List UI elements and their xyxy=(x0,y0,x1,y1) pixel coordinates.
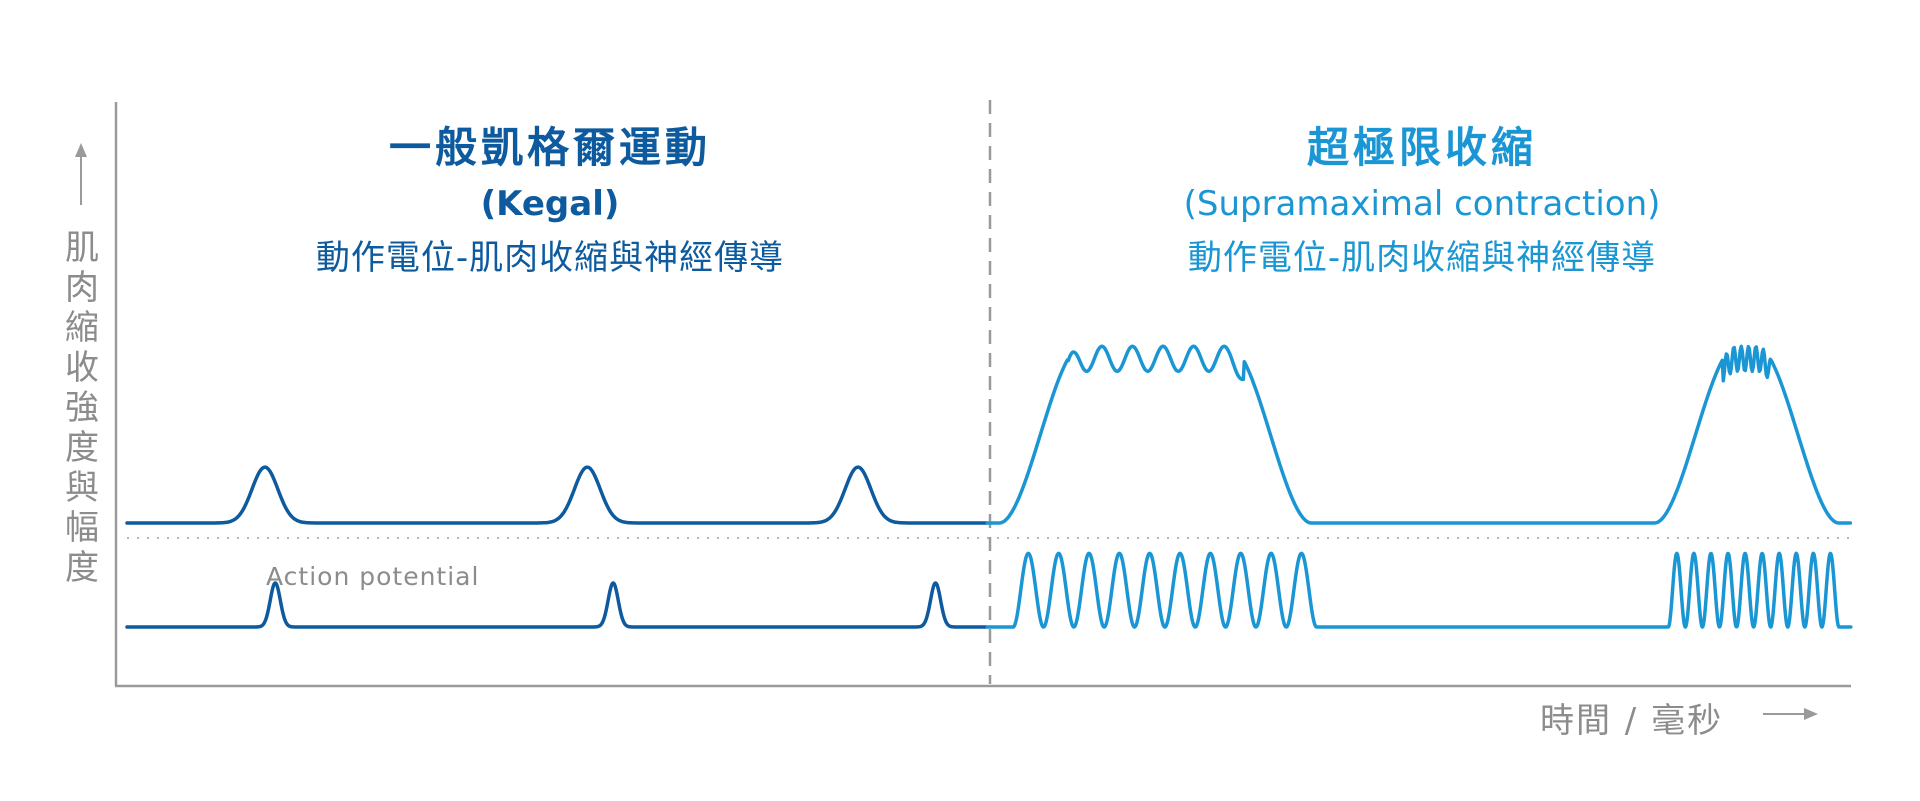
kegal-subtitle-zh: 動作電位-肌肉收縮與神經傳導 xyxy=(315,238,785,278)
supramaximal-title-block: 超極限收縮 (Supramaximal contraction) 動作電位-肌肉… xyxy=(1072,120,1772,284)
supramaximal-subtitle-zh: 動作電位-肌肉收縮與神經傳導 xyxy=(1187,238,1657,278)
y-axis-label: 肌肉縮收強度與幅度 xyxy=(65,228,99,588)
kegal-title: 一般凱格爾運動 xyxy=(388,123,711,172)
supramaximal-contraction-line xyxy=(985,344,1853,525)
x-axis-label: 時間 / 毫秒 xyxy=(1540,701,1724,741)
kegal-action-potential-line xyxy=(125,581,989,629)
kegal-contraction-line xyxy=(125,465,989,525)
arrow-up-icon xyxy=(75,143,87,205)
supramaximal-title: 超極限收縮 xyxy=(1306,123,1537,172)
supramaximal-subtitle-en: (Supramaximal contraction) xyxy=(1183,184,1661,224)
action-potential-annotation: Action potential xyxy=(266,562,480,591)
arrow-right-icon xyxy=(1763,708,1818,720)
kegal-title-block: 一般凱格爾運動 (Kegal) 動作電位-肌肉收縮與神經傳導 xyxy=(200,120,900,284)
supramaximal-action-potential-line xyxy=(985,551,1853,629)
kegal-subtitle-en: (Kegal) xyxy=(480,184,620,224)
